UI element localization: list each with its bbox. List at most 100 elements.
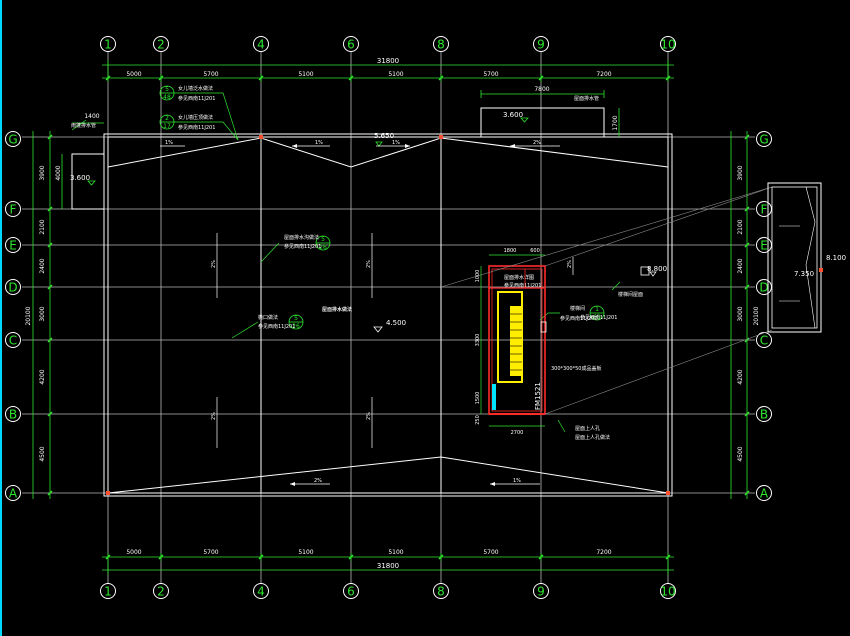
note-text: 楼梯间 (570, 305, 585, 312)
dim-text: 4200 (737, 369, 744, 384)
axis-label: 9 (537, 585, 545, 599)
axis-label: 10 (660, 585, 675, 599)
dim-text: 4500 (737, 446, 744, 461)
elevation-markers: 5.650 4.500 3.600 3.600 8.800 8.100 7.35… (70, 111, 846, 333)
dim-text: 31800 (377, 562, 399, 570)
slope-label: 2% (567, 260, 573, 268)
axis-label: 1 (104, 585, 112, 599)
dim-text: 2400 (737, 258, 744, 273)
leader-lines (71, 92, 621, 433)
note-text: 屋面排水做法 (322, 306, 352, 313)
callout-number: 5 (321, 236, 325, 243)
note-text: 屋面排水详图 (504, 274, 534, 281)
elevation-canopy: 3.600 (70, 174, 90, 182)
slope-arrows: 1% 1% 1% 2% 2% 1% 2% 2% 2% 2% 2% (160, 140, 574, 486)
skylight (640, 266, 657, 277)
dimension-lines (32, 60, 748, 575)
dim-text: 4500 (39, 446, 46, 461)
note-text: 女儿墙压顶做法 (178, 114, 213, 121)
callout-sheet: 26 (292, 323, 300, 330)
slope-label: 1% (315, 140, 323, 146)
callout-sheet: 26 (319, 244, 327, 251)
dim-text: 4200 (39, 369, 46, 384)
dim-text: 1700 (612, 115, 619, 130)
note-text: 屋面上人孔做法 (575, 434, 610, 441)
axis-label: 2 (157, 38, 165, 52)
roof-outline (71, 107, 673, 497)
slope-label: 2% (366, 412, 372, 420)
dimension-ticks (47, 75, 750, 560)
axis-label: 1 (104, 38, 112, 52)
slope-label: 2% (533, 140, 541, 146)
elevation-annex: 3.600 (503, 111, 523, 119)
axis-label: G (8, 133, 17, 147)
dim-text: 4000 (55, 165, 62, 180)
callout-number: 5 (165, 86, 169, 93)
note-text: 参见西南11J201 (258, 323, 295, 330)
dim-text: 250 (475, 415, 481, 425)
axis-label: 6 (347, 38, 355, 52)
dim-text: 7200 (596, 549, 611, 556)
dim-text: 5100 (388, 71, 403, 78)
dim-text: 2100 (39, 219, 46, 234)
note-text: 女儿墙泛水做法 (178, 85, 213, 92)
callout-sheet: 60 (593, 314, 601, 321)
axis-label: 2 (157, 585, 165, 599)
detail-callouts: 5 48 2 17 5 26 5 26 1 60 (159, 85, 605, 330)
dim-text: 5000 (126, 549, 141, 556)
note-text: 参见西南11J201 (560, 315, 597, 322)
callout-number: 2 (165, 115, 169, 122)
slope-label: 2% (211, 260, 217, 268)
note-text: 300*300*50成品盖板 (551, 365, 601, 372)
slope-label: 2% (314, 478, 322, 484)
dim-text: 5100 (298, 71, 313, 78)
axis-bubbles-horizontal: G F E D C B A G F E D C B A (5, 131, 772, 501)
dim-text: 5100 (298, 549, 313, 556)
slope-label: 1% (165, 140, 173, 146)
stair-core: FM1521 (488, 265, 547, 415)
dim-text: 2700 (511, 430, 524, 436)
annotation-notes: 女儿墙泛水做法 参见西南11J201 女儿墙压顶做法 参见西南11J201 屋面… (71, 85, 643, 441)
dim-text: 2400 (39, 258, 46, 273)
axis-label: 9 (537, 38, 545, 52)
dim-text: 3300 (475, 334, 481, 347)
dim-text: 5700 (203, 549, 218, 556)
axis-label: 8 (437, 38, 445, 52)
note-text: 参见西南11J201 (178, 95, 215, 102)
note-text: 屋面排水沟做法 (284, 234, 319, 241)
elevation-ridge: 5.650 (374, 132, 394, 140)
axis-label: B (760, 408, 768, 422)
detail-inset (440, 182, 823, 415)
slope-label: 1% (392, 140, 400, 146)
elevation-detail-top: 8.100 (826, 254, 846, 262)
dim-text: 1800 (504, 248, 517, 254)
note-text: 屋面排水管 (574, 95, 599, 102)
dim-text: 3000 (737, 306, 744, 321)
axis-label: E (760, 239, 768, 253)
axis-label: 8 (437, 585, 445, 599)
note-text: 雨蓬排水管 (71, 122, 96, 129)
dim-text: 31800 (377, 57, 399, 65)
elevation-skylight: 8.800 (647, 265, 667, 273)
dim-text: 1400 (84, 113, 99, 120)
note-text: 檐口做法 (258, 314, 278, 321)
dim-text: 5700 (483, 549, 498, 556)
note-text: 参见西南11J201 (178, 124, 215, 131)
note-text: 屋面上人孔 (575, 425, 600, 432)
dim-text: 20100 (753, 306, 760, 325)
elevation-detail-mid: 7.350 (794, 270, 814, 278)
axis-bubbles-vertical: 1 2 4 6 8 9 10 1 2 4 6 8 9 10 (100, 36, 676, 599)
elevation-roof: 4.500 (386, 319, 406, 327)
slope-label: 2% (211, 412, 217, 420)
dim-text: 7800 (534, 86, 549, 93)
door-code: FM1521 (534, 382, 542, 410)
axis-label: E (9, 239, 17, 253)
axis-label: F (10, 203, 17, 217)
dim-text: 20100 (25, 306, 32, 325)
corner-markers (106, 135, 670, 495)
axis-label: F (761, 203, 768, 217)
note-text: 参见西南11J201 (504, 282, 541, 289)
note-text: 屋面排水做法 (322, 306, 352, 313)
axis-label: A (760, 487, 769, 501)
dim-text: 5700 (203, 71, 218, 78)
